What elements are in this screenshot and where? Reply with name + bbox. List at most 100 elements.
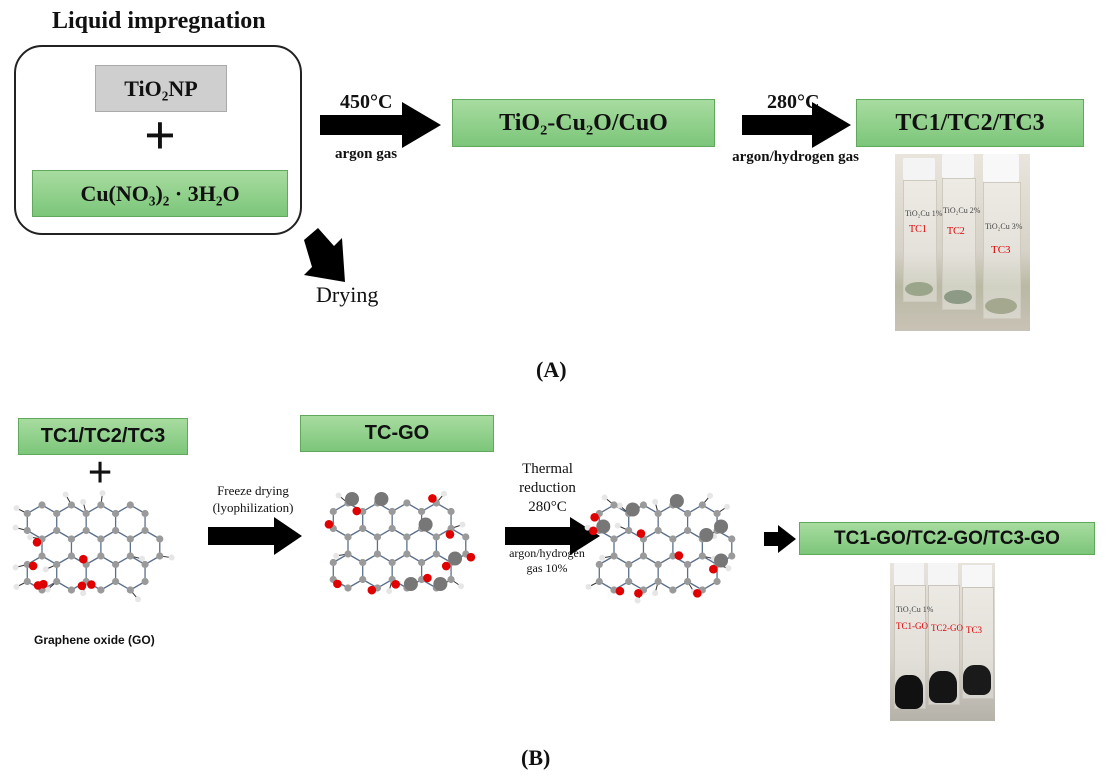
carbon-atom xyxy=(654,526,662,535)
hydrogen-atom xyxy=(80,590,87,597)
carbon-atom xyxy=(432,550,440,558)
carbon-atom xyxy=(329,507,337,516)
drying-label: Drying xyxy=(316,282,379,307)
step2-temp-label: 280°C xyxy=(767,91,820,113)
oxygen-atom xyxy=(709,564,718,574)
carbon-atom xyxy=(67,535,76,543)
carbon-atom xyxy=(359,558,367,567)
tc-go-label: TC-GO xyxy=(364,422,430,444)
carbon-atom xyxy=(728,552,736,560)
oxygen-atom xyxy=(352,506,362,516)
hydrogen-atom xyxy=(652,498,659,505)
hydrogen-atom xyxy=(335,492,342,499)
vial-label: TiO₂Cu 1% xyxy=(905,209,943,218)
carbon-atom xyxy=(669,552,677,560)
hydrogen-atom xyxy=(441,490,448,497)
step1-gas-label: argon gas xyxy=(335,146,398,162)
oxygen-atom xyxy=(333,579,342,589)
hydrogen-atom xyxy=(584,524,591,531)
carbon-atom xyxy=(610,552,618,560)
nanoparticle xyxy=(418,517,433,532)
carbon-atom xyxy=(418,558,426,567)
hydrogen-atom xyxy=(457,583,464,590)
thermal-temp: 280°C xyxy=(528,499,567,515)
carbon-atom xyxy=(97,535,105,543)
hydrogen-atom xyxy=(723,503,730,510)
tio2-np-box: TiO₂NP xyxy=(95,65,227,112)
nanoparticle xyxy=(669,494,684,508)
oxygen-atom xyxy=(423,573,432,583)
vial-label: TC1 xyxy=(909,224,927,235)
oxygen-atom xyxy=(615,586,625,596)
product-b-box: TC1-GO/TC2-GO/TC3-GO xyxy=(799,522,1095,555)
thermal-gas-line1: argon/hydrogen xyxy=(509,546,585,560)
copper-nitrate-box: Cu(NO₃)₂ · 3H₂O xyxy=(32,170,288,217)
tio2-np-label: TiO₂NP xyxy=(124,75,198,101)
carbon-atom xyxy=(595,577,603,586)
vial-label: TC2-GO xyxy=(931,623,963,633)
nanoparticle xyxy=(625,502,640,517)
carbon-atom xyxy=(713,577,721,586)
vial-cap xyxy=(894,563,924,585)
carbon-atom xyxy=(595,560,603,569)
hydrogen-atom xyxy=(135,596,142,603)
carbon-atom xyxy=(388,507,396,516)
carbon-atom xyxy=(141,509,149,518)
oxygen-atom xyxy=(674,551,684,560)
carbon-atom xyxy=(126,535,134,543)
thermal-gas-label: argon/hydrogen gas 10% xyxy=(497,546,597,576)
nanoparticle xyxy=(403,577,418,591)
vial-label: TiO₂Cu 2% xyxy=(943,206,981,215)
vial-cap xyxy=(983,154,1019,182)
powder xyxy=(985,298,1017,314)
carbon-atom xyxy=(112,560,120,569)
carbon-atom xyxy=(53,577,61,586)
vial xyxy=(983,182,1021,319)
carbon-atom xyxy=(625,577,633,586)
carbon-atom xyxy=(713,509,721,518)
hydrogen-atom xyxy=(12,524,19,531)
hydrogen-atom xyxy=(585,583,592,590)
carbon-atom xyxy=(126,552,134,560)
hydrogen-atom xyxy=(652,590,659,597)
powder xyxy=(905,282,933,296)
carbon-atom xyxy=(112,526,120,535)
copper-nitrate-label: Cu(NO₃)₂ · 3H₂O xyxy=(80,180,240,206)
freeze-drying-line1: Freeze drying xyxy=(217,483,289,498)
carbon-atom xyxy=(639,552,648,560)
step1-temp-label: 450°C xyxy=(340,91,393,113)
carbon-atom xyxy=(67,552,76,560)
carbon-atom xyxy=(669,535,677,543)
oxygen-atom xyxy=(28,561,38,571)
carbon-atom xyxy=(447,507,455,516)
vial-label: TC3 xyxy=(991,244,1011,256)
hydrogen-atom xyxy=(62,491,69,498)
carbon-atom xyxy=(38,552,46,560)
tc-reactant-box: TC1/TC2/TC3 xyxy=(18,418,188,455)
carbon-atom xyxy=(447,575,455,584)
black-powder xyxy=(895,675,923,709)
thermal-line2: reduction xyxy=(519,480,576,496)
carbon-atom xyxy=(67,586,76,594)
black-powder xyxy=(963,665,991,695)
nanoparticle xyxy=(448,551,463,566)
carbon-atom xyxy=(684,577,692,586)
carbon-atom xyxy=(112,509,120,518)
vial-cap xyxy=(928,563,958,585)
carbon-atom xyxy=(684,509,692,518)
oxygen-atom xyxy=(32,537,42,547)
carbon-atom xyxy=(359,507,367,516)
carbon-atom xyxy=(373,550,382,558)
oxygen-atom xyxy=(428,494,437,503)
carbon-atom xyxy=(38,501,46,509)
carbon-atom xyxy=(67,501,76,509)
carbon-atom xyxy=(23,526,31,535)
carbon-atom xyxy=(141,577,149,586)
carbon-atom xyxy=(156,552,164,560)
go-label: Graphene oxide (GO) xyxy=(34,633,155,647)
thermal-gas-line2: gas 10% xyxy=(526,561,568,575)
carbon-atom xyxy=(373,533,382,541)
oxygen-atom xyxy=(391,580,401,589)
carbon-atom xyxy=(82,526,90,535)
carbon-atom xyxy=(156,535,164,543)
